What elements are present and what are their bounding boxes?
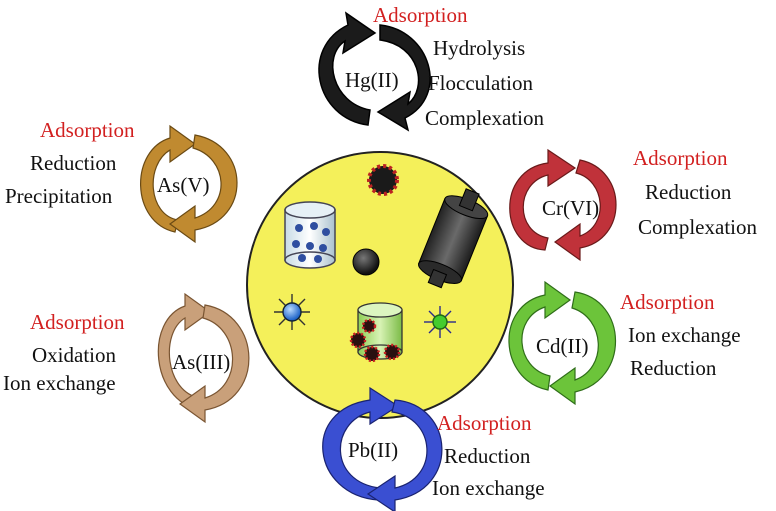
pb-mechanism-adsorption: Adsorption (437, 411, 532, 435)
as5-arrow-cycle (140, 124, 238, 244)
pb-mechanism-ion-exchange: Ion exchange (432, 476, 545, 500)
cd-ion-label: Cd(II) (536, 334, 589, 358)
as5-mechanism-reduction: Reduction (30, 151, 117, 175)
cr-mechanism-adsorption: Adsorption (633, 146, 728, 170)
cr-mechanism-complexation: Complexation (638, 215, 757, 239)
coated-cylinder-icon (349, 302, 403, 363)
as3-mechanism-ion-exchange: Ion exchange (3, 371, 116, 395)
roller-cylinder-icon (417, 188, 489, 289)
cd-mechanism-adsorption: Adsorption (620, 290, 715, 314)
pb-arrow-cycle (322, 386, 443, 511)
cd-arrow-cycle (508, 280, 617, 406)
as3-mechanism-adsorption: Adsorption (30, 310, 125, 334)
as5-ion-label: As(V) (157, 173, 210, 197)
hg-mechanism-complexation: Complexation (425, 106, 544, 130)
hg-arrow-cycle (318, 11, 431, 132)
cr-arrow-cycle (509, 148, 617, 262)
cd-mechanism-ion-exchange: Ion exchange (628, 323, 741, 347)
as3-mechanism-oxidation: Oxidation (32, 343, 116, 367)
hg-mechanism-flocculation: Flocculation (428, 71, 533, 95)
pb-ion-label: Pb(II) (348, 438, 399, 462)
cd-mechanism-reduction: Reduction (630, 356, 717, 380)
pb-mechanism-reduction: Reduction (444, 444, 531, 468)
dark-sphere-icon (352, 248, 380, 276)
as3-arrow-cycle (157, 292, 250, 424)
cr-ion-label: Cr(VI) (542, 196, 600, 220)
cr-mechanism-reduction: Reduction (645, 180, 732, 204)
green-spiky-particle-icon (424, 306, 456, 338)
hg-mechanism-adsorption: Adsorption (373, 3, 468, 27)
blue-spiky-particle-icon (274, 294, 310, 330)
as3-ion-label: As(III) (172, 350, 231, 374)
as5-mechanism-adsorption: Adsorption (40, 118, 135, 142)
core-shell-particle-icon (367, 164, 399, 196)
hg-mechanism-hydrolysis: Hydrolysis (433, 36, 526, 60)
hg-ion-label: Hg(II) (345, 68, 399, 92)
as5-mechanism-precipitation: Precipitation (5, 184, 113, 208)
porous-cylinder-icon (284, 201, 336, 269)
